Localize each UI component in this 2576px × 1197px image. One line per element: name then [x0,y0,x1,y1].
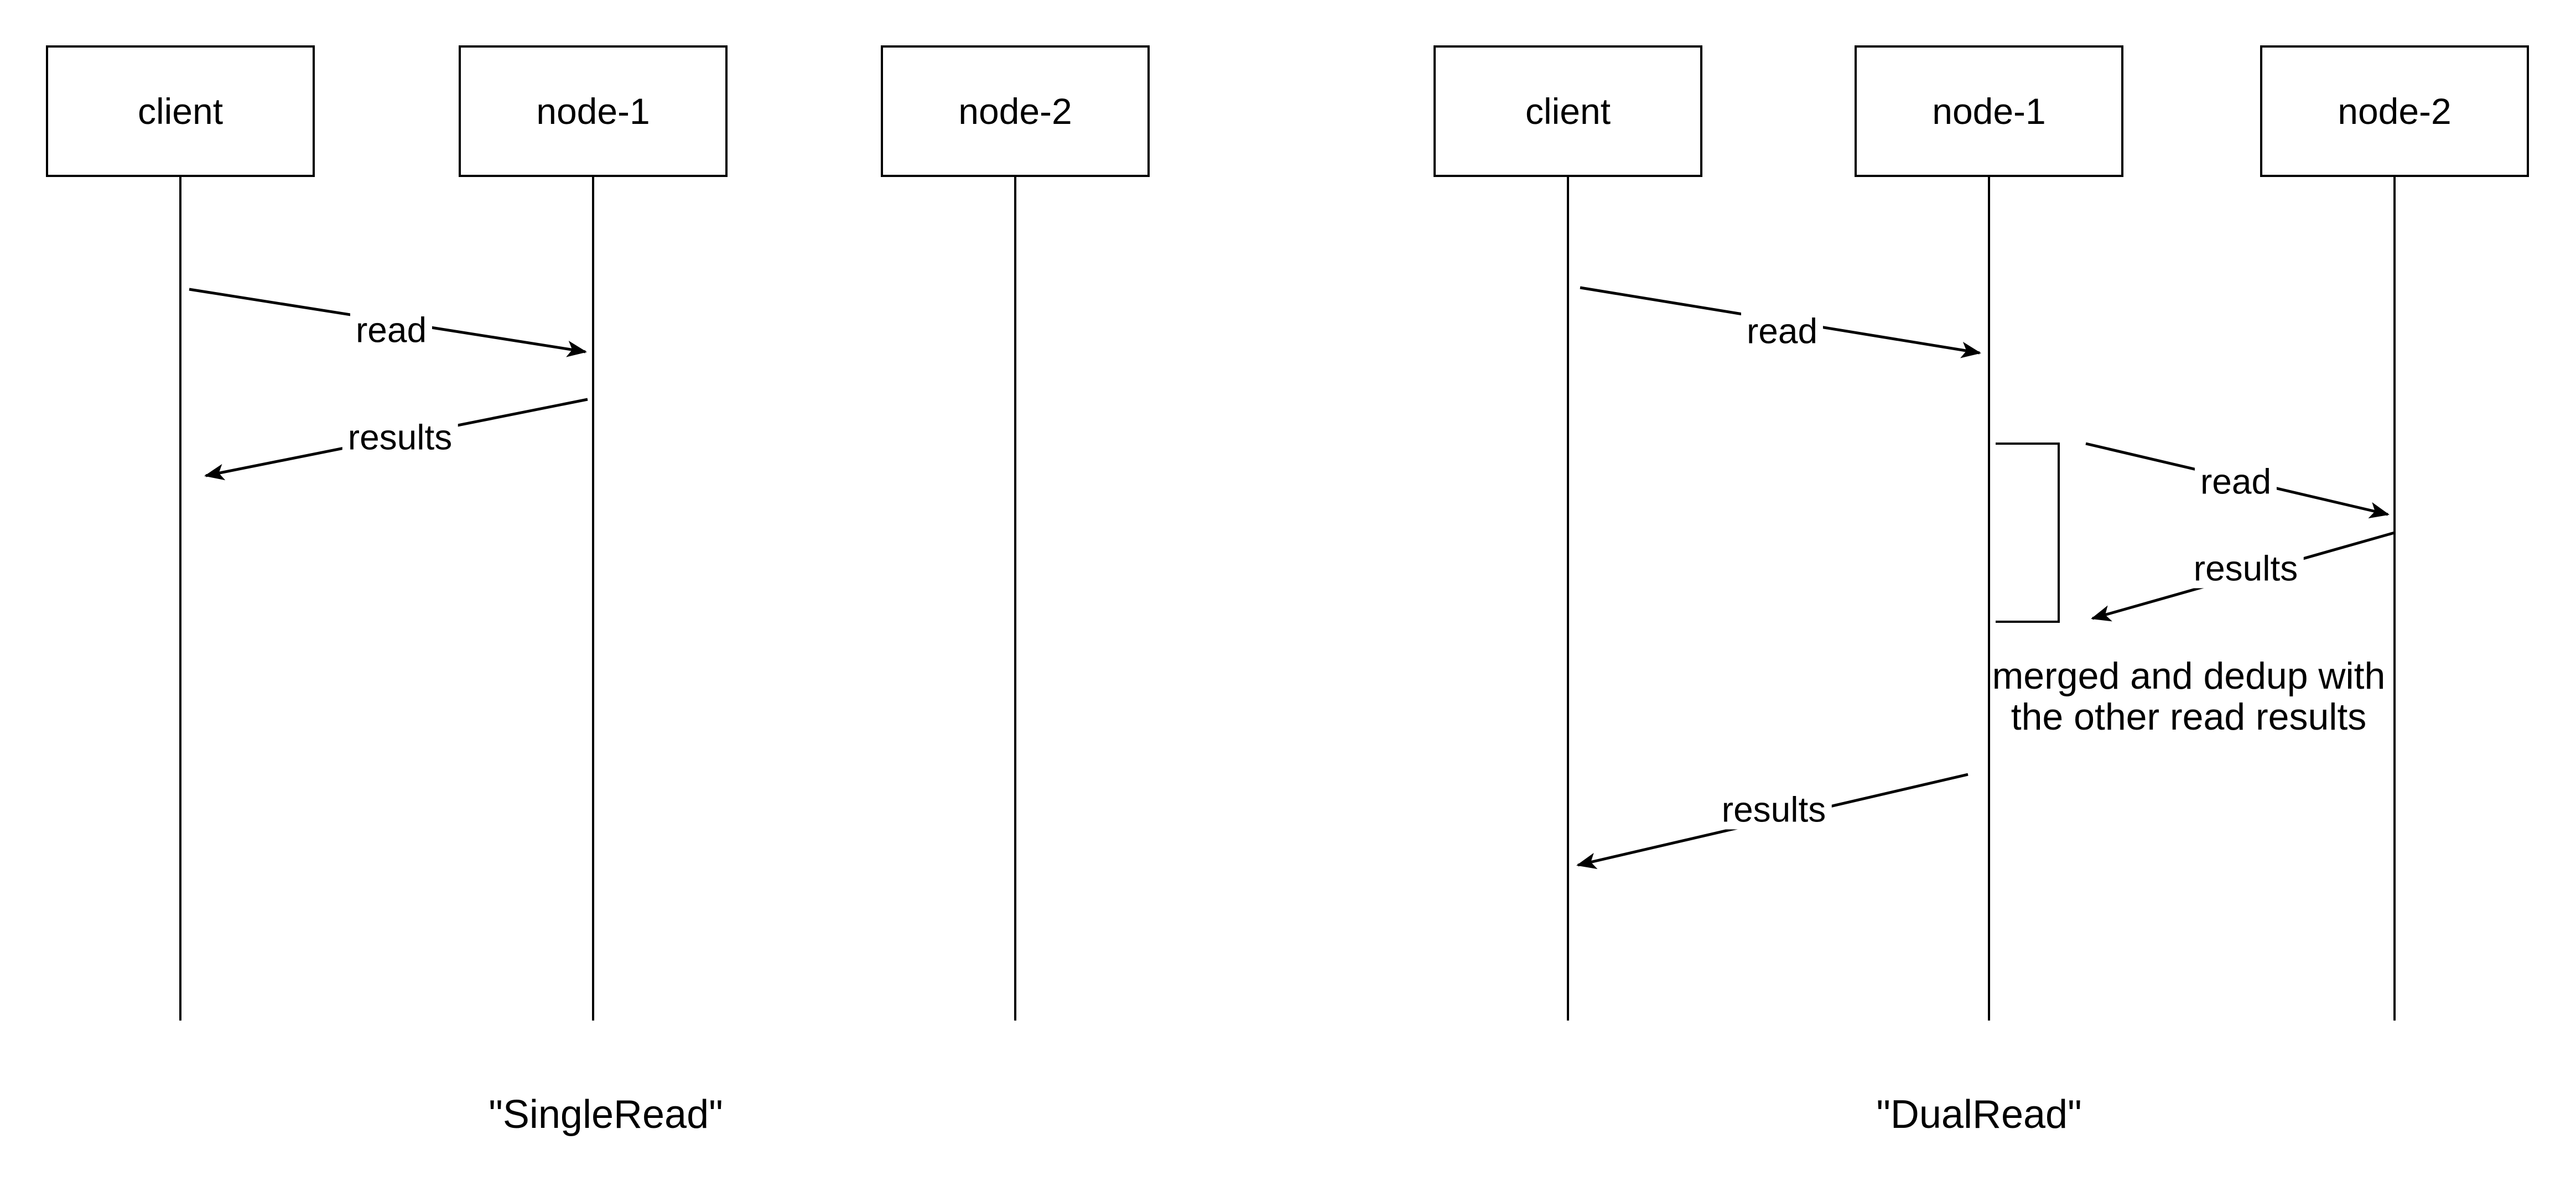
activation-bracket-node1 [1996,443,2060,623]
caption-dual-read: "DualRead" [1876,1092,2082,1137]
actor-box-right-client: client [1434,45,1702,177]
message-label-right-read-2: read [2194,462,2277,502]
actor-label-left-node1: node-1 [536,91,650,132]
message-label-right-results-1: results [2188,549,2304,589]
message-label-right-results-2: results [1716,790,1832,830]
actor-box-left-node2: node-2 [881,45,1150,177]
merge-note-line1: merged and dedup with [1992,655,2386,697]
actor-label-right-node2: node-2 [2338,91,2452,132]
message-label-right-read-1: read [1741,311,1824,351]
merge-note-line2: the other read results [2011,696,2367,738]
actor-label-left-client: client [137,91,224,132]
actor-box-right-node2: node-2 [2260,45,2529,177]
merge-note: merged and dedup with the other read res… [1962,655,2416,737]
actor-box-left-node1: node-1 [459,45,728,177]
message-label-left-results: results [342,418,458,457]
message-label-left-read: read [350,310,433,350]
actor-label-right-client: client [1525,91,1611,132]
actor-label-left-node2: node-2 [958,91,1072,132]
caption-single-read: "SingleRead" [489,1092,723,1137]
actor-box-left-client: client [46,45,315,177]
actor-label-right-node1: node-1 [1932,91,2046,132]
actor-box-right-node1: node-1 [1855,45,2123,177]
